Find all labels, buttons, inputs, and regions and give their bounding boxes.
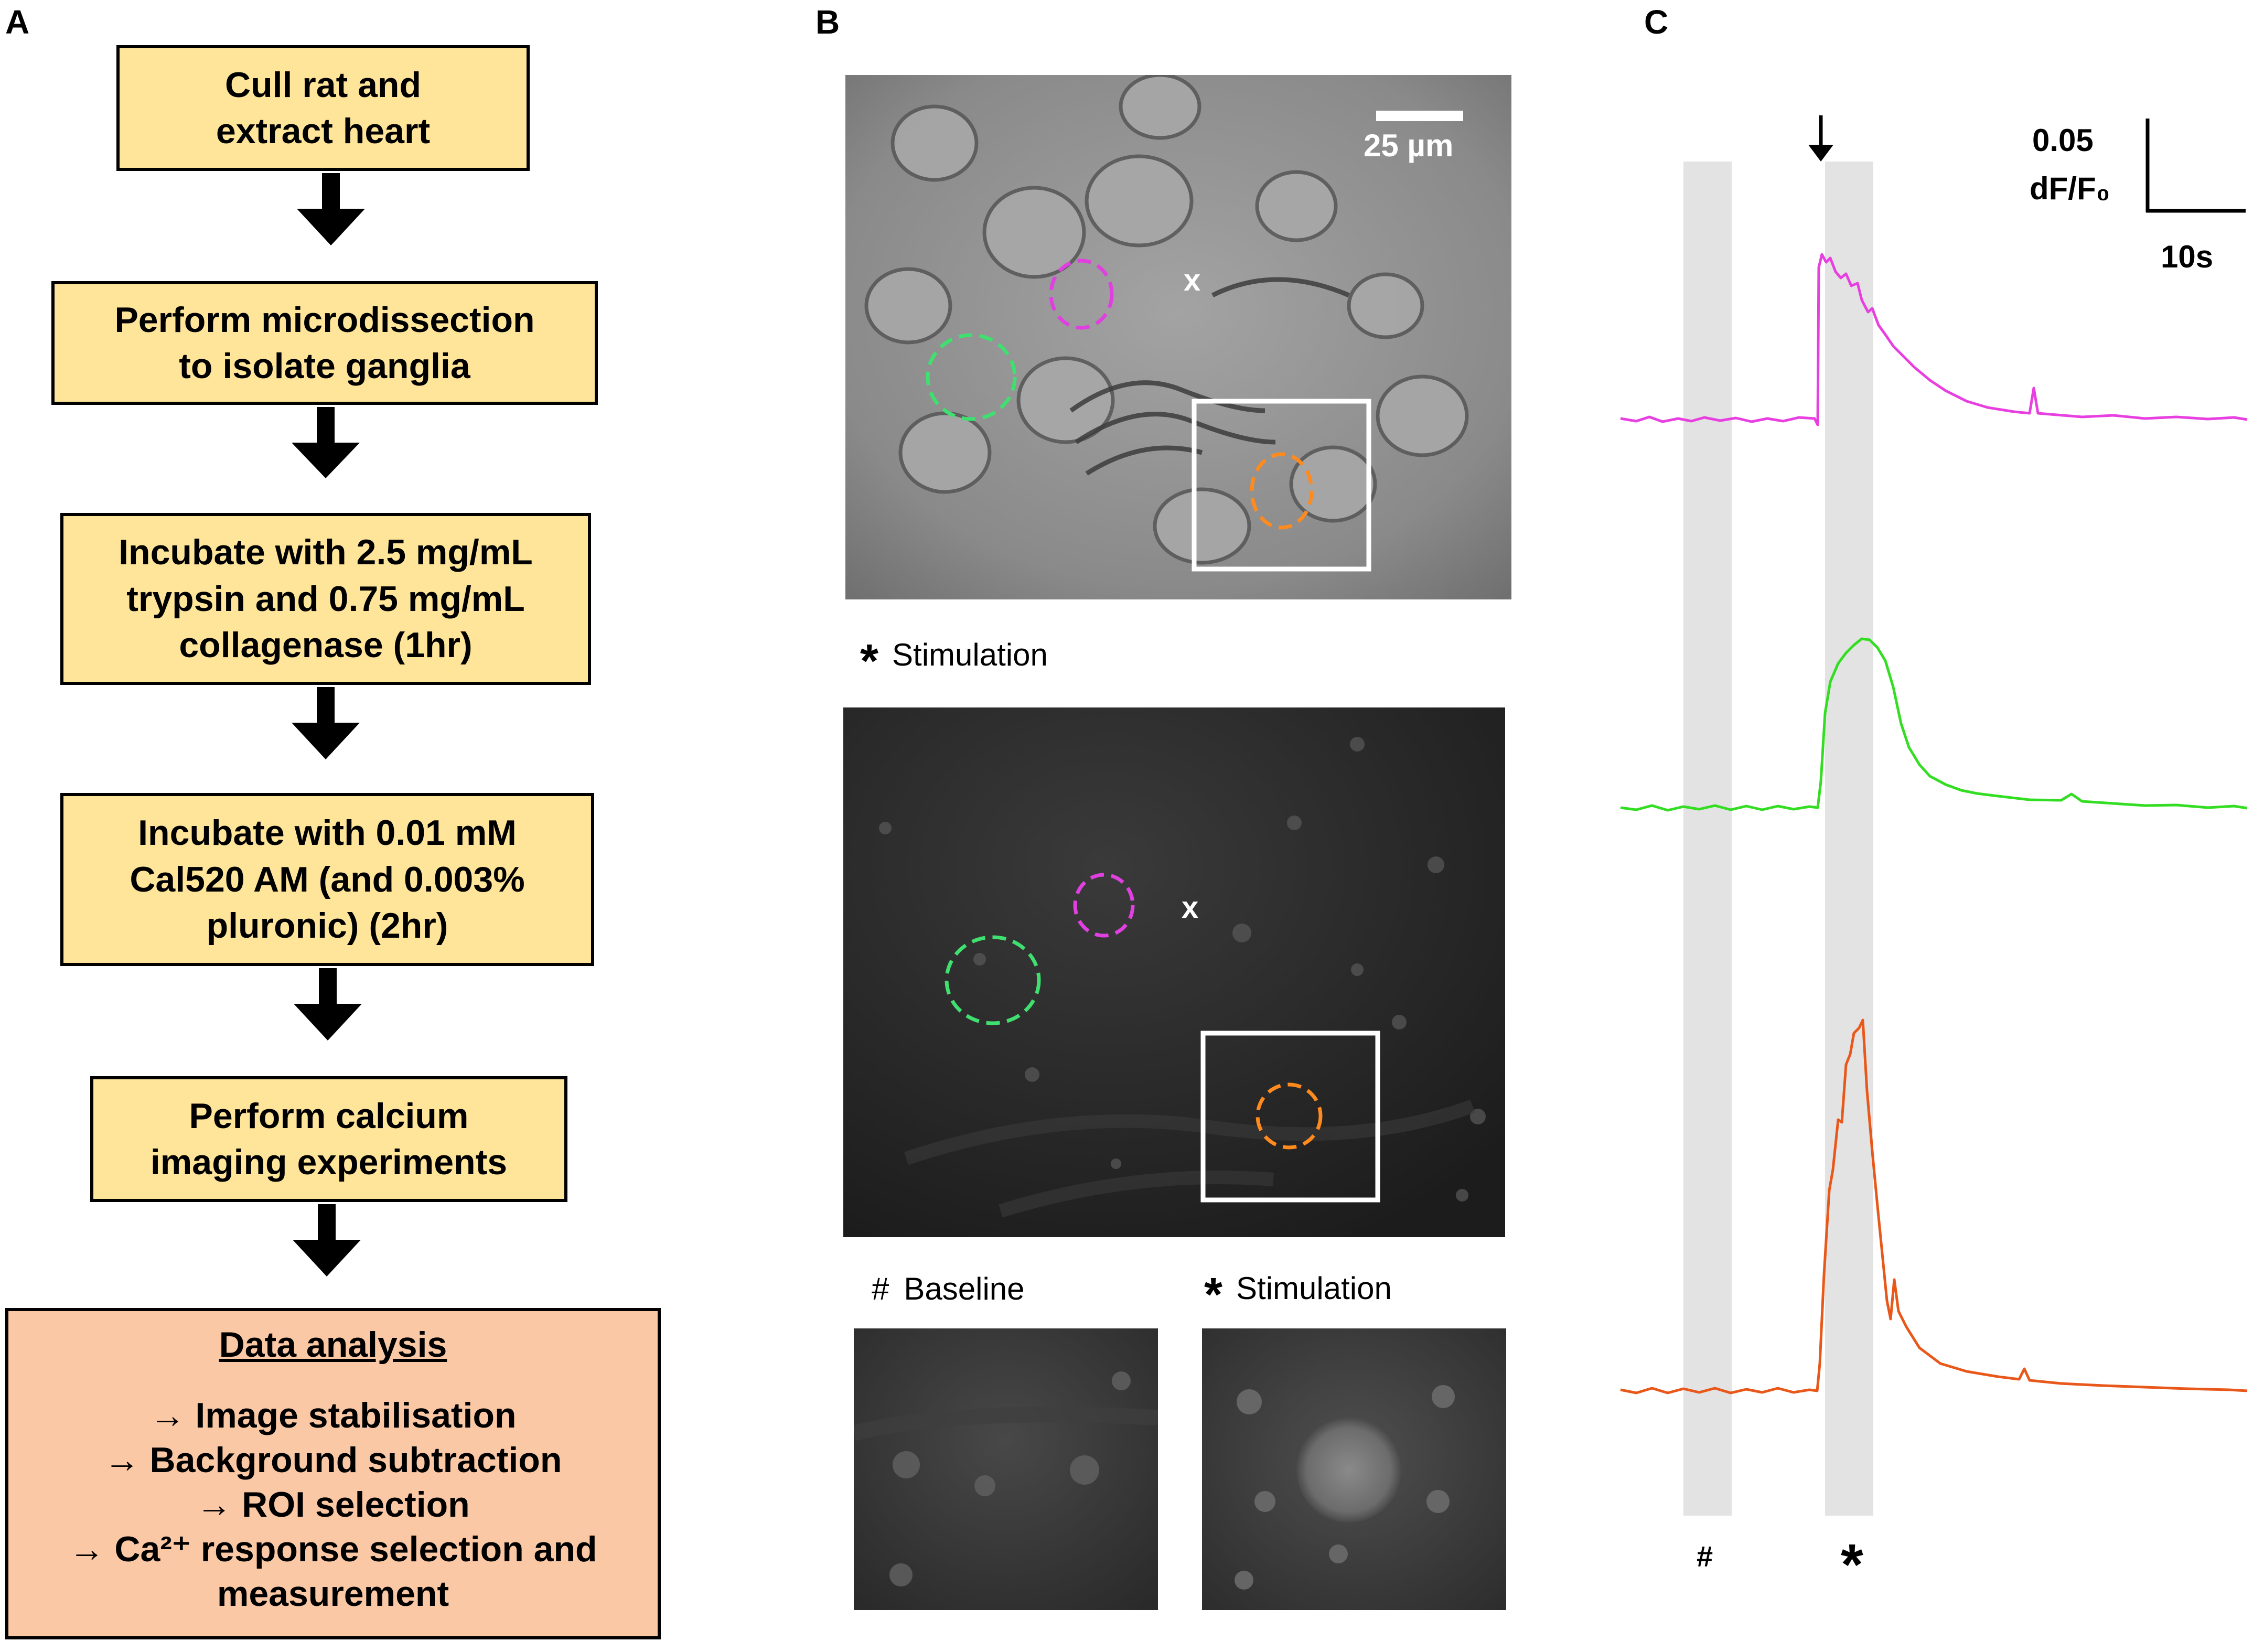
step-line: extract heart [216, 111, 431, 151]
analysis-step: → Ca²⁺ response selection and [69, 1529, 597, 1569]
step-line: Incubate with 0.01 mM [138, 813, 517, 853]
stimulation-label: * Stimulation [1204, 1268, 1392, 1322]
brightfield-image: 25 µm x [845, 75, 1511, 599]
stimulation-window-band [1825, 162, 1873, 1516]
step-line: Perform microdissection [114, 299, 535, 340]
panel-label-c: C [1644, 3, 1669, 41]
analysis-step: → Image stabilisation [149, 1396, 517, 1435]
step-line: trypsin and 0.75 mg/mL [126, 578, 525, 619]
stimulation-text: Stimulation [1236, 1271, 1392, 1306]
baseline-label: # Baseline [872, 1271, 1025, 1307]
data-analysis-title: Data analysis [219, 1325, 447, 1365]
trace-orange [1620, 1018, 2248, 1394]
baseline-window-band [1683, 162, 1732, 1516]
step-calcium-imaging: Perform calcium imaging experiments [90, 1076, 567, 1202]
stimulation-inset-image [1202, 1328, 1506, 1610]
hash-icon: # [872, 1271, 889, 1306]
trace-green [1620, 637, 2248, 812]
baseline-window-label: # [1697, 1540, 1713, 1573]
asterisk-icon: * [860, 635, 879, 688]
down-arrow-icon [294, 1004, 362, 1040]
step-line: collagenase (1hr) [179, 625, 473, 666]
analysis-step: measurement [217, 1574, 449, 1614]
step-line: to isolate ganglia [179, 346, 470, 386]
scale-bar-label: 25 µm [1364, 128, 1454, 163]
down-arrow-icon [297, 209, 365, 245]
down-arrow-icon [293, 1240, 361, 1276]
step-line: imaging experiments [150, 1142, 508, 1182]
stimulation-window-label: * [1841, 1532, 1863, 1597]
fluorescence-image: x [843, 707, 1505, 1237]
scale-y-value: 0.05 [2032, 123, 2094, 158]
step-trypsin: Incubate with 2.5 mg/mL trypsin and 0.75… [60, 513, 591, 685]
flow-arrows [292, 173, 365, 1276]
asterisk-icon: * [1204, 1269, 1223, 1321]
step-cull-rat: Cull rat and extract heart [116, 45, 530, 171]
analysis-step: → ROI selection [196, 1485, 470, 1525]
stimulation-text: Stimulation [892, 637, 1048, 672]
stimulation-site-marker: x [1182, 891, 1199, 925]
stimulation-site-marker: x [1184, 263, 1201, 297]
panel-label-b: B [816, 3, 840, 41]
scale-bar [2145, 119, 2246, 213]
step-line: Perform calcium [189, 1096, 469, 1136]
step-line: Cal520 AM (and 0.003% [130, 859, 525, 899]
trace-magenta [1620, 253, 2248, 426]
baseline-inset-image [854, 1328, 1158, 1610]
stimulation-arrow-icon [1808, 115, 1833, 162]
stimulation-label: * Stimulation [860, 635, 1048, 689]
step-microdissection: Perform microdissection to isolate gangl… [51, 281, 598, 405]
calcium-traces [1620, 115, 2248, 1516]
step-line: Incubate with 2.5 mg/mL [119, 532, 533, 573]
step-line: Cull rat and [224, 65, 422, 105]
step-line: pluronic) (2hr) [206, 906, 448, 946]
scale-y-unit: dF/F₀ [2030, 171, 2110, 206]
step-cal520: Incubate with 0.01 mM Cal520 AM (and 0.0… [60, 793, 594, 966]
baseline-text: Baseline [904, 1271, 1025, 1306]
scale-x-label: 10s [2161, 239, 2214, 274]
down-arrow-icon [292, 443, 360, 478]
panel-label-a: A [5, 3, 30, 41]
down-arrow-icon [292, 723, 360, 759]
analysis-step: → Background subtraction [104, 1440, 562, 1480]
data-analysis-box: Data analysis → Image stabilisation → Ba… [5, 1308, 661, 1639]
